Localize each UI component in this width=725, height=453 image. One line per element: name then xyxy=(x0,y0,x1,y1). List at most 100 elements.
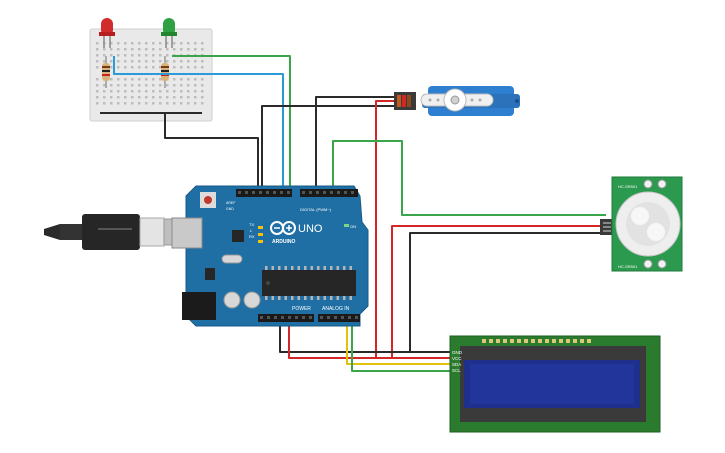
lcd-header-pin xyxy=(482,339,486,343)
breadboard-hole xyxy=(173,102,176,105)
breadboard-hole xyxy=(201,42,204,45)
header-pin xyxy=(351,191,354,194)
breadboard-hole xyxy=(131,54,134,57)
breadboard-hole xyxy=(131,60,134,63)
breadboard-hole xyxy=(194,42,197,45)
breadboard-hole xyxy=(194,66,197,69)
chip-leg xyxy=(271,266,274,270)
breadboard-hole xyxy=(187,90,190,93)
breadboard-hole xyxy=(124,102,127,105)
header-pin xyxy=(302,316,305,319)
breadboard-hole xyxy=(152,48,155,51)
breadboard-hole xyxy=(131,42,134,45)
breadboard-hole xyxy=(201,60,204,63)
breadboard-hole xyxy=(138,102,141,105)
breadboard-hole xyxy=(145,60,148,63)
breadboard-hole xyxy=(187,102,190,105)
pir-bottom-label: HC-SR501 xyxy=(618,264,638,269)
header-pin xyxy=(245,191,248,194)
header-pin xyxy=(238,191,241,194)
breadboard-hole xyxy=(180,42,183,45)
breadboard-hole xyxy=(159,48,162,51)
breadboard-hole xyxy=(173,42,176,45)
breadboard-hole xyxy=(173,48,176,51)
rx-label: RX xyxy=(249,234,255,239)
breadboard-hole xyxy=(124,90,127,93)
l-led-label: L xyxy=(250,228,253,233)
breadboard-hole xyxy=(96,60,99,63)
digital-header-right xyxy=(300,189,358,197)
breadboard-hole xyxy=(166,102,169,105)
breadboard-hole xyxy=(159,84,162,87)
aref-label: AREF xyxy=(226,201,235,205)
breadboard-hole xyxy=(131,102,134,105)
breadboard-hole xyxy=(138,96,141,99)
atmega-chip xyxy=(262,270,356,296)
breadboard-hole xyxy=(201,102,204,105)
gnd-label: GND xyxy=(226,207,234,211)
breadboard-hole xyxy=(117,48,120,51)
breadboard-hole xyxy=(117,102,120,105)
breadboard-hole xyxy=(166,60,169,63)
breadboard-hole xyxy=(103,96,106,99)
wire-black-pir-gnd xyxy=(409,232,606,353)
breadboard-hole xyxy=(201,78,204,81)
breadboard-hole xyxy=(187,48,190,51)
chip-leg xyxy=(323,296,326,300)
breadboard-hole xyxy=(152,96,155,99)
breadboard-hole xyxy=(131,78,134,81)
chip-leg xyxy=(304,296,307,300)
breadboard-hole xyxy=(152,42,155,45)
breadboard-hole xyxy=(145,48,148,51)
breadboard-hole xyxy=(173,96,176,99)
wire-green-led xyxy=(172,55,291,191)
servo-motor xyxy=(394,86,520,116)
lcd-header-pin xyxy=(510,339,514,343)
lcd-header-pin xyxy=(545,339,549,343)
breadboard-hole xyxy=(187,42,190,45)
breadboard-hole xyxy=(96,84,99,87)
chip-leg xyxy=(265,296,268,300)
breadboard-hole xyxy=(110,78,113,81)
green-led xyxy=(161,18,177,48)
breadboard-hole xyxy=(152,102,155,105)
breadboard-hole xyxy=(187,96,190,99)
breadboard-hole xyxy=(117,90,120,93)
breadboard-hole xyxy=(152,66,155,69)
breadboard-hole xyxy=(159,60,162,63)
chip-leg xyxy=(304,266,307,270)
breadboard-hole xyxy=(131,84,134,87)
chip-leg xyxy=(291,296,294,300)
breadboard-hole xyxy=(110,54,113,57)
lcd-header-pin xyxy=(559,339,563,343)
breadboard-hole xyxy=(103,48,106,51)
chip-leg xyxy=(310,266,313,270)
lcd-header-pin xyxy=(580,339,584,343)
breadboard-hole xyxy=(110,66,113,69)
breadboard-hole xyxy=(124,54,127,57)
breadboard-hole xyxy=(138,90,141,93)
lcd-header-pin xyxy=(496,339,500,343)
breadboard-hole xyxy=(159,42,162,45)
breadboard-hole xyxy=(173,60,176,63)
lcd-header-pin xyxy=(573,339,577,343)
chip-leg xyxy=(349,296,352,300)
breadboard-hole xyxy=(152,54,155,57)
digital-label: DIGITAL (PWM~) xyxy=(300,207,332,212)
on-led-label: ON xyxy=(350,224,356,229)
header-pin xyxy=(288,316,291,319)
header-pin xyxy=(287,191,290,194)
breadboard-hole xyxy=(194,84,197,87)
power-header xyxy=(258,314,314,322)
header-pin xyxy=(327,316,330,319)
header-pin xyxy=(302,191,305,194)
breadboard-hole xyxy=(110,60,113,63)
chip-leg xyxy=(284,296,287,300)
breadboard-hole xyxy=(131,48,134,51)
arduino-uno-board: UNO ARDUINO DIGITAL (PWM~) POWER ANALOG … xyxy=(171,185,369,327)
wire-red-lcd-vcc xyxy=(288,320,450,359)
breadboard-hole xyxy=(173,78,176,81)
breadboard-hole xyxy=(166,54,169,57)
board-brand-label: ARDUINO xyxy=(272,239,295,245)
breadboard-hole xyxy=(194,48,197,51)
